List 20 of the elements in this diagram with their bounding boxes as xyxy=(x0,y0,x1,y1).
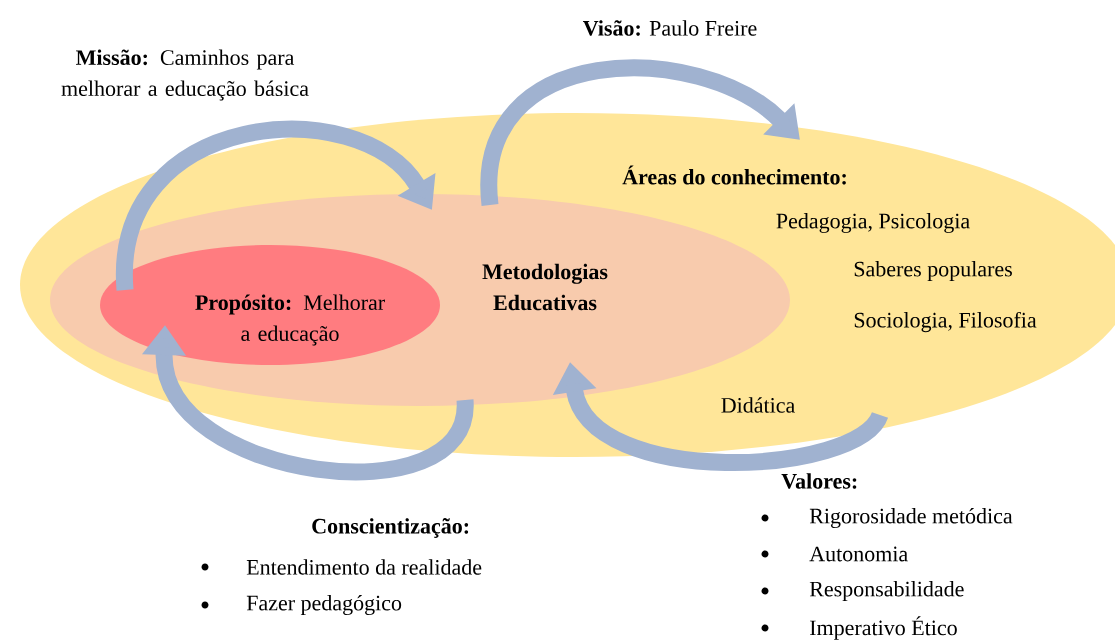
area-text: Metodologias Educativas xyxy=(482,263,608,311)
curved-arrow xyxy=(116,121,436,291)
area-text: Didática xyxy=(721,397,795,413)
area-text: Sociologia, Filosofia xyxy=(854,311,1037,333)
list-item: Responsabilidade xyxy=(809,581,964,601)
area-text: Áreas do conhecimento: xyxy=(622,165,846,185)
list-item: Autonomia xyxy=(809,546,908,562)
list-item: Imperativo Ético xyxy=(810,616,957,640)
list-item: Fazer pedagógico xyxy=(246,594,402,616)
curved-arrow xyxy=(481,59,800,205)
edge-label: Visão: Paulo Freire xyxy=(583,20,757,36)
edge-label: Conscientização: xyxy=(312,518,469,538)
edge-label: Valores: xyxy=(781,473,857,489)
ellipse-area xyxy=(100,245,440,365)
list-item: Entendimento da realidade xyxy=(246,559,482,575)
area-text: Propósito: Melhorar a educação xyxy=(195,294,385,346)
area-text: Saberes populares xyxy=(854,261,1012,281)
list-item: Rigorosidade metódica xyxy=(809,507,1013,529)
edge-label: Missão: Caminhos para melhorar a educação básica xyxy=(61,49,309,101)
area-text: Pedagogia, Psicologia xyxy=(776,213,970,233)
